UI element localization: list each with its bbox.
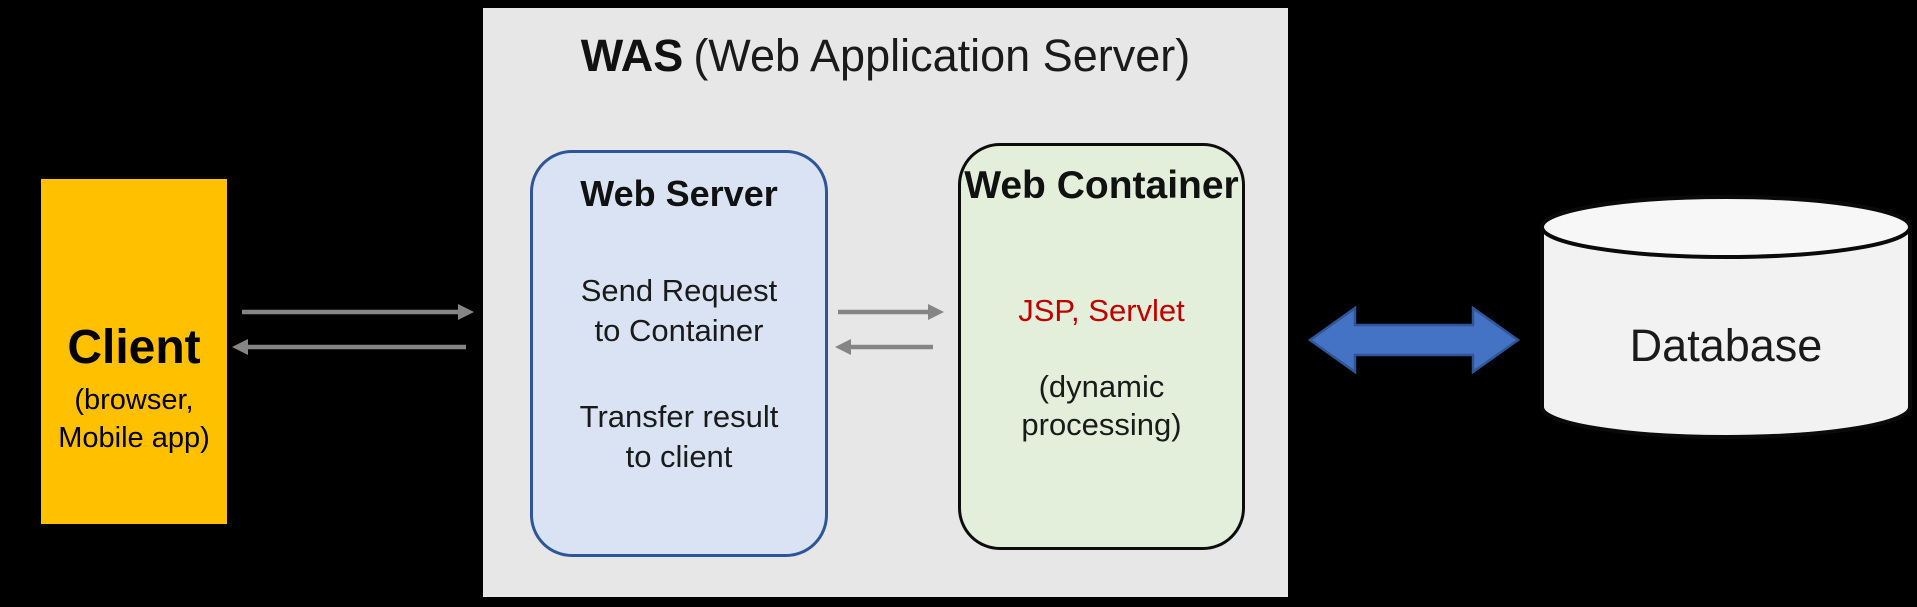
web-server-text-line: to Container bbox=[594, 313, 764, 348]
was-title-expansion: (Web Application Server) bbox=[693, 30, 1191, 81]
client-text-group: Client (browser, Mobile app) bbox=[41, 321, 227, 457]
web-server-title: Web Server bbox=[580, 173, 778, 214]
was-title-acronym: WAS bbox=[580, 30, 684, 81]
dynamic-processing-line: processing) bbox=[1021, 407, 1182, 442]
was-to-client-response-arrow bbox=[232, 339, 466, 355]
jsp-servlet-label: JSP, Servlet bbox=[1018, 293, 1185, 328]
was-database-double-arrow bbox=[1307, 305, 1521, 375]
client-title: Client bbox=[67, 321, 201, 374]
dynamic-processing-line: (dynamic bbox=[1038, 369, 1165, 404]
web-container-title: Web Container bbox=[964, 164, 1239, 207]
web-server-text-line: Transfer result bbox=[579, 399, 779, 434]
database-label: Database bbox=[1629, 320, 1823, 371]
client-subtitle-line: Mobile app) bbox=[58, 422, 210, 454]
was-panel-title: WAS(Web Application Server) bbox=[483, 30, 1288, 82]
client-box: Client (browser, Mobile app) bbox=[41, 179, 227, 524]
database-cylinder bbox=[1540, 195, 1912, 439]
web-server-text-line: Send Request bbox=[580, 273, 778, 308]
web-container-box: Web Container JSP, Servlet (dynamic proc… bbox=[958, 143, 1245, 550]
web-server-box: Web Server Send Request to Container Tra… bbox=[530, 150, 828, 557]
client-to-was-request-arrow bbox=[242, 304, 474, 320]
web-server-text-line: to client bbox=[625, 439, 733, 474]
client-subtitle-line: (browser, bbox=[74, 384, 194, 416]
